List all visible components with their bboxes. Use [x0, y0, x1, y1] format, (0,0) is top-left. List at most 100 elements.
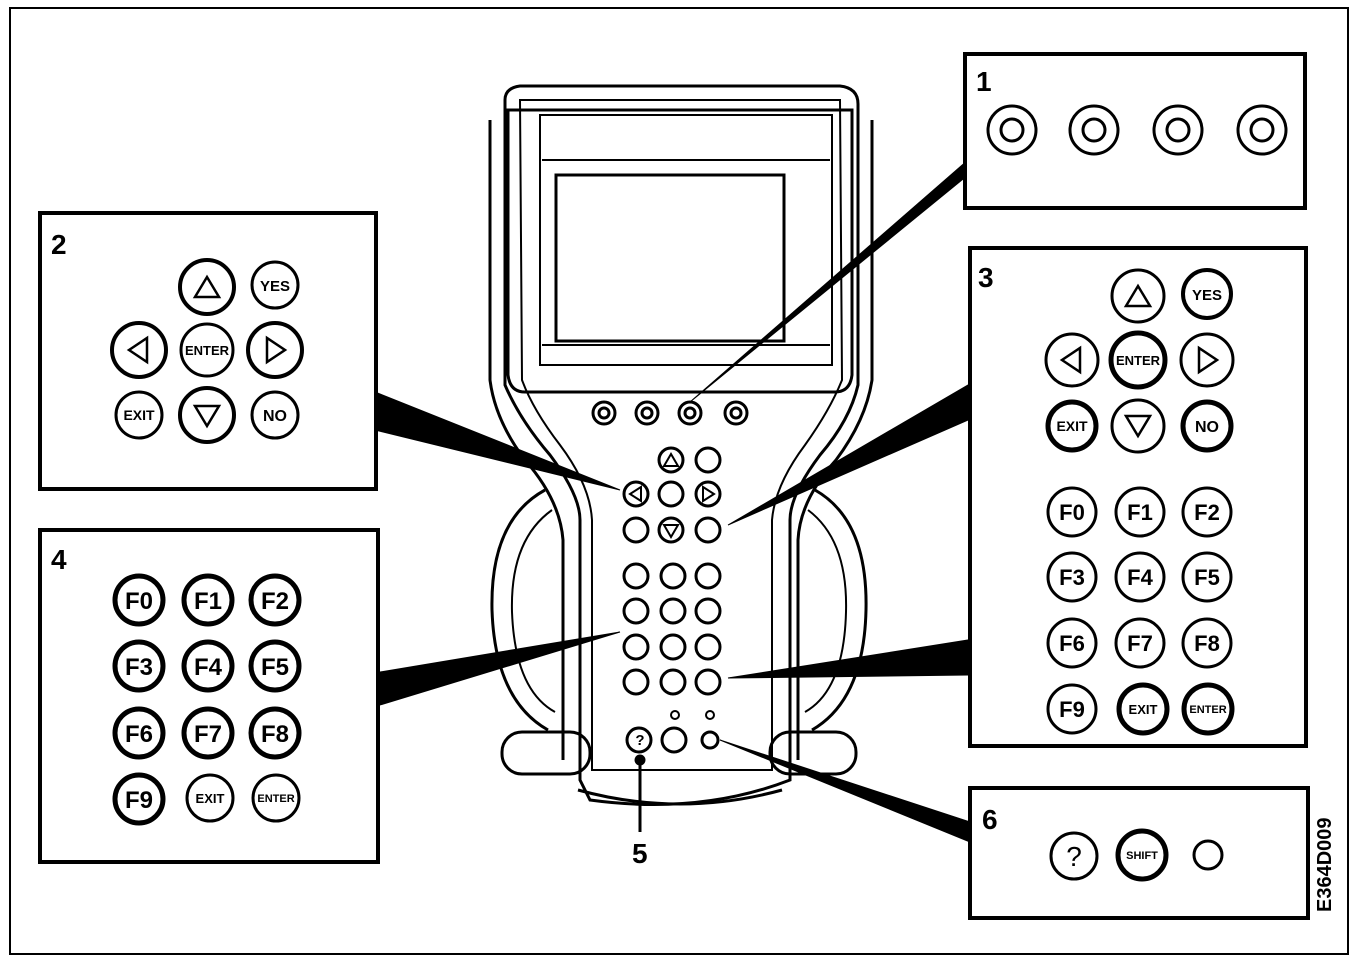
- help-key[interactable]: [1049, 831, 1099, 881]
- device-key-shift[interactable]: [660, 726, 688, 754]
- enter-key-lower[interactable]: [1181, 682, 1235, 736]
- right-arrow-icon: [1197, 345, 1220, 375]
- up-key[interactable]: [1110, 268, 1166, 324]
- callout-1: 1: [976, 66, 992, 97]
- callout-6: 6: [982, 804, 998, 835]
- device-key-exit[interactable]: [622, 516, 650, 544]
- panel-3: YES ENTER EXIT NO F0 F1 F2 F3 F4: [968, 246, 1308, 748]
- exit-key[interactable]: [1045, 399, 1099, 453]
- device-key-help[interactable]: [625, 726, 653, 754]
- f0-key[interactable]: [1046, 486, 1098, 538]
- f0-key[interactable]: [112, 573, 166, 627]
- yes-key[interactable]: [1181, 268, 1233, 320]
- panel-1: [963, 52, 1307, 210]
- f6-key[interactable]: [112, 706, 166, 760]
- yes-key-label: YES: [260, 278, 290, 295]
- exit-key-lower[interactable]: [185, 773, 235, 823]
- left-key[interactable]: [110, 321, 168, 379]
- f5-key-label: F5: [1194, 565, 1220, 590]
- down-arrow-icon: [192, 404, 222, 429]
- f2-key[interactable]: [1181, 486, 1233, 538]
- down-key[interactable]: [178, 386, 236, 444]
- lcd-display: [554, 173, 786, 343]
- f4-key[interactable]: [181, 639, 235, 693]
- device-key-enter-2[interactable]: [694, 668, 722, 696]
- device-key-shift-small[interactable]: [659, 668, 687, 696]
- down-key[interactable]: [1110, 398, 1166, 454]
- f8-key[interactable]: [248, 706, 302, 760]
- no-key-label: NO: [1195, 419, 1219, 436]
- left-handle: [490, 488, 549, 732]
- device-key-f3[interactable]: [622, 597, 650, 625]
- f8-key-label: F8: [1194, 631, 1220, 656]
- device-key-f0[interactable]: [622, 562, 650, 590]
- device-key-f5[interactable]: [694, 597, 722, 625]
- right-key[interactable]: [1179, 332, 1235, 388]
- callout-3: 3: [978, 262, 994, 293]
- f9-key-label: F9: [125, 787, 153, 814]
- device-key-f2[interactable]: [694, 562, 722, 590]
- leader-3: [727, 384, 969, 526]
- left-key[interactable]: [1044, 332, 1100, 388]
- f7-key[interactable]: [181, 706, 235, 760]
- device-key-yes[interactable]: [694, 446, 722, 474]
- device-key-right[interactable]: [694, 480, 722, 508]
- enter-key-lower[interactable]: [251, 773, 301, 823]
- f1-key[interactable]: [181, 573, 235, 627]
- left-arrow-icon: [1059, 345, 1082, 375]
- f3-key[interactable]: [1046, 551, 1098, 603]
- device-key-up[interactable]: [657, 446, 685, 474]
- callout-5: 5: [632, 838, 648, 869]
- f6-key[interactable]: [1046, 617, 1098, 669]
- no-key[interactable]: [1180, 399, 1234, 453]
- f8-key-label: F8: [261, 721, 289, 748]
- up-key[interactable]: [178, 258, 236, 316]
- right-handle-inner: [804, 509, 848, 713]
- exit-key-lower[interactable]: [1116, 682, 1170, 736]
- f3-key-label: F3: [125, 654, 153, 681]
- device-key-f9[interactable]: [622, 668, 650, 696]
- shift-key[interactable]: [1115, 828, 1169, 882]
- f3-key[interactable]: [112, 639, 166, 693]
- f4-key-label: F4: [1127, 565, 1153, 590]
- left-bumper: [500, 730, 592, 776]
- f9-key[interactable]: [112, 772, 166, 826]
- exit-key[interactable]: [114, 390, 164, 440]
- f6-key-label: F6: [1059, 631, 1085, 656]
- exit-key-label: EXIT: [1056, 418, 1088, 434]
- device-key-no[interactable]: [694, 516, 722, 544]
- f2-key[interactable]: [248, 573, 302, 627]
- enter-key-label: ENTER: [185, 343, 230, 358]
- f4-key[interactable]: [1114, 551, 1166, 603]
- f1-key-label: F1: [1127, 500, 1153, 525]
- enter-key[interactable]: [179, 322, 235, 378]
- screen-bezel: [506, 108, 854, 394]
- exit-key-lower-label: EXIT: [196, 791, 225, 806]
- device-key-f4[interactable]: [659, 597, 687, 625]
- f5-key[interactable]: [248, 639, 302, 693]
- no-key[interactable]: [250, 390, 300, 440]
- device-led: [705, 710, 715, 720]
- leader-lines: [374, 158, 971, 843]
- f8-key[interactable]: [1181, 617, 1233, 669]
- device-key-left[interactable]: [622, 480, 650, 508]
- device-key-f7[interactable]: [659, 633, 687, 661]
- panel-6: ? SHIFT: [968, 786, 1310, 920]
- yes-key[interactable]: [250, 260, 300, 310]
- left-handle-inner: [510, 509, 556, 713]
- enter-key-label: ENTER: [1116, 353, 1161, 368]
- right-key[interactable]: [246, 321, 304, 379]
- f5-key[interactable]: [1181, 551, 1233, 603]
- device-key-f6[interactable]: [622, 633, 650, 661]
- device-key-glyphs: ?: [628, 452, 716, 749]
- device-key-enter[interactable]: [657, 480, 685, 508]
- enter-key[interactable]: [1108, 330, 1168, 390]
- panel-4: F0 F1 F2 F3 F4 F5 F6 F7 F8 F9 EXIT ENTER: [38, 528, 380, 864]
- device-key-f8[interactable]: [694, 633, 722, 661]
- exit-key-lower-label: EXIT: [1129, 702, 1158, 717]
- f1-key[interactable]: [1114, 486, 1166, 538]
- f9-key[interactable]: [1046, 683, 1098, 735]
- f7-key[interactable]: [1114, 617, 1166, 669]
- f3-key-label: F3: [1059, 565, 1085, 590]
- device-key-f1[interactable]: [659, 562, 687, 590]
